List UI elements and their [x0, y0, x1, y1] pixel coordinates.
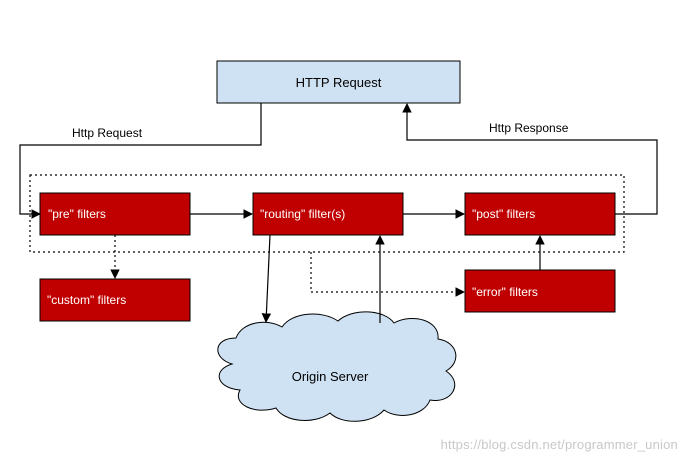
request-flow-arrow	[19, 103, 262, 219]
http-request-label: HTTP Request	[296, 75, 382, 90]
post-filters-label: "post" filters	[472, 207, 535, 221]
origin-server-label: Origin Server	[292, 369, 369, 384]
response-flow-arrow	[402, 103, 658, 215]
pre-filters-label: "pre" filters	[48, 207, 106, 221]
http-request-box	[216, 60, 461, 104]
routing-filter-label: "routing" filter(s)	[260, 207, 345, 221]
pre-filters-box	[39, 192, 191, 236]
custom-filters-label: "custom" filters	[47, 293, 126, 307]
response-edge-label: Http Response	[489, 121, 569, 135]
error-filters-label: "error" filters	[472, 285, 538, 299]
pipeline-to-error-arrow	[310, 252, 465, 297]
filter-pipeline-boundary	[29, 174, 625, 253]
origin-server-cloud	[217, 311, 457, 422]
routing-to-origin-arrow	[261, 234, 272, 323]
watermark-url: https://blog.csdn.net/programmer_union	[440, 437, 678, 452]
custom-filters-box	[39, 278, 191, 322]
error-filters-box	[464, 269, 616, 313]
request-edge-label: Http Request	[72, 126, 143, 140]
post-filters-box	[464, 192, 616, 236]
